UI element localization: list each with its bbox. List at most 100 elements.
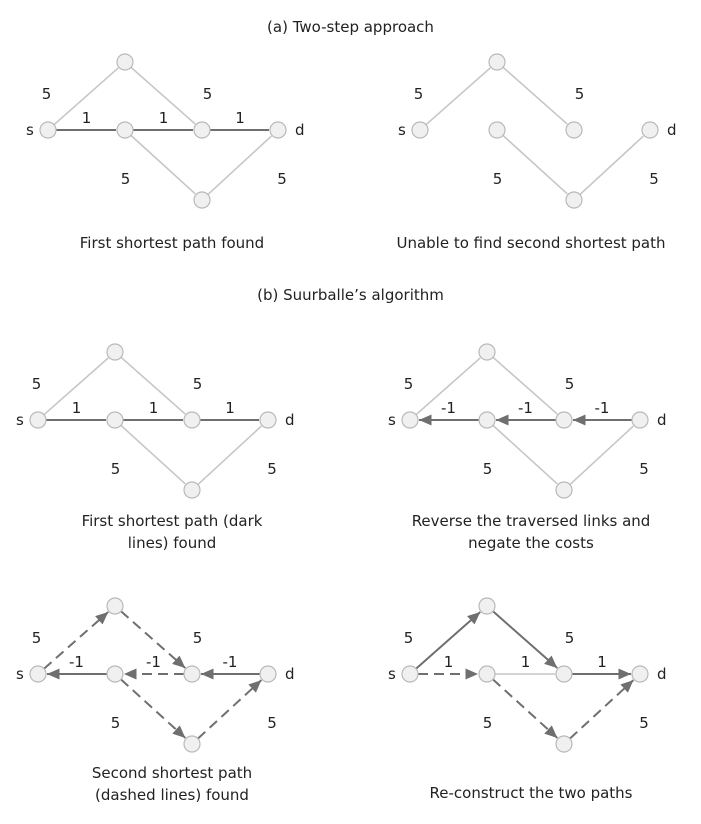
edge-cost-label: 5 — [111, 460, 121, 478]
edge-cost-label: 1 — [235, 109, 245, 127]
edge-cost-label: 5 — [483, 714, 493, 732]
node-top — [106, 343, 124, 361]
source-label: s — [16, 665, 24, 683]
node-m2 — [565, 121, 583, 139]
edge-cost-label: 5 — [493, 170, 503, 188]
edge-cost-label: 5 — [193, 375, 203, 393]
node-s — [411, 121, 429, 139]
edge-cost-label: 1 — [159, 109, 169, 127]
edge-bot-d — [207, 135, 272, 196]
edge-cost-label: 1 — [82, 109, 92, 127]
edge-cost-label: 1 — [444, 653, 454, 671]
node-s — [29, 411, 47, 429]
edge-cost-label: 1 — [521, 653, 531, 671]
node-m2 — [183, 411, 201, 429]
edge-cost-label: 5 — [639, 714, 649, 732]
edge-cost-label: 5 — [404, 629, 414, 647]
edge-cost-label: 5 — [277, 170, 287, 188]
edge-cost-label: 5 — [483, 460, 493, 478]
caption-line: negate the costs — [468, 534, 594, 552]
edge-top-m2 — [120, 356, 186, 415]
node-m2 — [555, 411, 573, 429]
node-m1 — [106, 665, 124, 683]
caption-line: First shortest path found — [79, 234, 265, 252]
node-top — [478, 597, 496, 615]
caption-line: Reverse the traversed links and — [411, 512, 651, 530]
edge-m1-bot — [130, 134, 196, 195]
edge-bot-d — [197, 425, 262, 486]
dest-label: d — [657, 665, 667, 683]
edge-bot-d — [197, 679, 263, 740]
caption-a-left: First shortest path found — [2, 232, 342, 254]
node-m2 — [183, 665, 201, 683]
node-m1 — [478, 665, 496, 683]
edge-bot-d — [569, 425, 634, 486]
dest-label: d — [295, 121, 305, 139]
edge-top-m2 — [492, 610, 558, 669]
edge-m1-bot — [120, 678, 187, 739]
node-d — [259, 411, 277, 429]
node-s — [29, 665, 47, 683]
node-m1 — [488, 121, 506, 139]
edge-top-m2 — [502, 66, 568, 125]
edge-cost-label: 5 — [267, 460, 277, 478]
edge-cost-label: -1 — [595, 399, 610, 417]
section-a-title: (a) Two-step approach — [267, 18, 434, 36]
edge-top-m2 — [492, 356, 558, 415]
edge-cost-label: -1 — [518, 399, 533, 417]
dest-label: d — [657, 411, 667, 429]
caption-line: Unable to find second shortest path — [396, 234, 666, 252]
source-label: s — [388, 411, 396, 429]
dest-label: d — [667, 121, 677, 139]
caption-line: lines) found — [127, 534, 217, 552]
edge-cost-label: 5 — [565, 375, 575, 393]
caption-line: Re-construct the two paths — [429, 784, 633, 802]
node-m1 — [116, 121, 134, 139]
dest-label: d — [285, 665, 295, 683]
edge-cost-label: 5 — [575, 85, 585, 103]
edge-cost-label: -1 — [441, 399, 456, 417]
edge-s-top — [415, 357, 481, 416]
edge-cost-label: 5 — [203, 85, 213, 103]
edge-s-top — [425, 67, 491, 126]
edge-bot-d — [569, 679, 635, 740]
node-bot — [183, 481, 201, 499]
node-bot — [193, 191, 211, 209]
node-m2 — [193, 121, 211, 139]
edge-cost-label: 5 — [267, 714, 277, 732]
edge-m1-bot — [492, 424, 558, 485]
node-d — [269, 121, 287, 139]
source-label: s — [398, 121, 406, 139]
edge-s-top — [53, 67, 119, 126]
node-top — [116, 53, 134, 71]
node-s — [39, 121, 57, 139]
edge-cost-label: 5 — [404, 375, 414, 393]
edge-cost-label: 5 — [32, 375, 42, 393]
caption-a-right: Unable to find second shortest path — [361, 232, 701, 254]
edge-bot-d — [579, 135, 644, 196]
edge-cost-label: 5 — [414, 85, 424, 103]
edge-cost-label: 1 — [225, 399, 235, 417]
edge-m1-bot — [502, 134, 568, 195]
edge-cost-label: 1 — [149, 399, 159, 417]
section-b-title: (b) Suurballe’s algorithm — [257, 286, 444, 304]
node-bot — [555, 481, 573, 499]
node-d — [259, 665, 277, 683]
node-m1 — [106, 411, 124, 429]
source-label: s — [26, 121, 34, 139]
edge-cost-label: 1 — [597, 653, 607, 671]
edge-cost-label: -1 — [146, 653, 161, 671]
node-top — [478, 343, 496, 361]
node-d — [631, 665, 649, 683]
caption-b4: Re-construct the two paths — [361, 782, 701, 804]
node-bot — [183, 735, 201, 753]
node-top — [106, 597, 124, 615]
node-bot — [555, 735, 573, 753]
caption-b2: Reverse the traversed links and negate th… — [361, 510, 701, 554]
edge-s-top — [415, 611, 481, 670]
